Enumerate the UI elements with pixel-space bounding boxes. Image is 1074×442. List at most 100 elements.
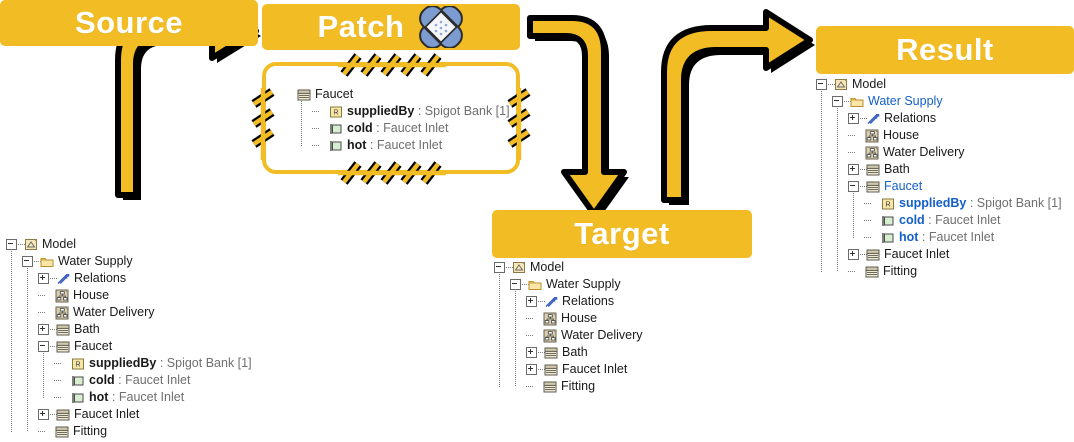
expand-toggle-icon[interactable] [848, 249, 859, 260]
tree-node[interactable]: hot : Faucet Inlet [6, 389, 252, 406]
tree-node-label: House [73, 287, 109, 304]
tree-node[interactable]: House [494, 310, 643, 327]
expand-toggle-icon[interactable] [38, 324, 49, 335]
tree-node[interactable]: Bath [816, 161, 1062, 178]
collapse-toggle-icon[interactable] [22, 256, 33, 267]
collapse-toggle-icon[interactable] [848, 181, 859, 192]
relations-icon [56, 272, 71, 286]
expand-toggle-icon[interactable] [526, 296, 537, 307]
tree-node[interactable]: Faucet Inlet [6, 406, 252, 423]
tree-node[interactable]: Bath [6, 321, 252, 338]
expand-toggle-icon[interactable] [38, 409, 49, 420]
bandage-icon [418, 6, 464, 48]
tree-node[interactable]: Relations [494, 293, 643, 310]
tree-node[interactable]: Model [6, 236, 252, 253]
tree-connector [860, 178, 867, 195]
tree-node-label: hot : Faucet Inlet [899, 229, 994, 246]
block-icon [865, 265, 880, 279]
tree-node[interactable]: hot : Faucet Inlet [296, 137, 510, 154]
tree-node[interactable]: Water Supply [6, 253, 252, 270]
tree-node-name: Water Supply [868, 94, 943, 108]
tree-node-name: Water Supply [58, 254, 133, 268]
tree-connector [312, 137, 328, 154]
tree-node-name: Relations [562, 294, 615, 308]
tree-connector [828, 76, 835, 93]
tree-node-label: Fitting [883, 263, 917, 280]
tree-node-type: : Faucet Inlet [918, 230, 995, 244]
tree-node[interactable]: Relations [816, 110, 1062, 127]
tree-node[interactable]: Model [494, 259, 643, 276]
arrow-target-to-result [661, 9, 815, 205]
tree-connector [848, 144, 864, 161]
tree-node[interactable]: Fitting [816, 263, 1062, 280]
expand-toggle-icon[interactable] [38, 273, 49, 284]
collapse-toggle-icon[interactable] [832, 96, 843, 107]
block-icon [55, 425, 70, 439]
tree-node[interactable]: Fitting [6, 423, 252, 440]
tree-node[interactable]: House [6, 287, 252, 304]
collapse-toggle-icon[interactable] [38, 341, 49, 352]
tree-node-name: Fitting [73, 424, 108, 438]
tree-node-label: Model [530, 259, 564, 276]
tree-node-type: : Faucet Inlet [114, 373, 191, 387]
tree-node[interactable]: Water Delivery [494, 327, 643, 344]
tree-node[interactable]: Faucet Inlet [816, 246, 1062, 263]
tree-node[interactable]: Water Supply [816, 93, 1062, 110]
collapse-toggle-icon[interactable] [816, 79, 827, 90]
tree-node[interactable]: Water Delivery [816, 144, 1062, 161]
tree-node-name: Model [852, 77, 887, 91]
tree-node-label: Model [42, 236, 76, 253]
expand-toggle-icon[interactable] [526, 347, 537, 358]
svg-text:R: R [75, 361, 80, 368]
tree-node[interactable]: Water Delivery [6, 304, 252, 321]
expand-toggle-icon[interactable] [526, 364, 537, 375]
tree-connector [864, 212, 880, 229]
tree-node-label: Bath [562, 344, 588, 361]
tree-connector [860, 161, 867, 178]
collapse-toggle-icon[interactable] [510, 279, 521, 290]
block-icon [544, 363, 559, 377]
tree-connector [526, 327, 542, 344]
tree-node[interactable]: Water Supply [494, 276, 643, 293]
tree-node[interactable]: Relations [6, 270, 252, 287]
tree-node-name: hot [89, 390, 109, 404]
tree-node-label: Water Supply [868, 93, 943, 110]
block-icon [544, 346, 559, 360]
arrow-patch-to-target [527, 15, 629, 219]
tree-node[interactable]: Faucet [816, 178, 1062, 195]
folder-icon [850, 95, 865, 109]
tree-node[interactable]: House [816, 127, 1062, 144]
collapse-toggle-icon[interactable] [6, 239, 17, 250]
tree-node[interactable]: Faucet Inlet [494, 361, 643, 378]
expand-toggle-icon[interactable] [848, 113, 859, 124]
tree-node[interactable]: Faucet [6, 338, 252, 355]
tree-node-label: Relations [884, 110, 936, 127]
tree-node[interactable]: Faucet [296, 86, 510, 103]
tree-node-label: Faucet Inlet [74, 406, 139, 423]
tree-node[interactable]: cold : Faucet Inlet [816, 212, 1062, 229]
expand-toggle-icon[interactable] [848, 164, 859, 175]
tree-node[interactable]: cold : Faucet Inlet [6, 372, 252, 389]
collapse-toggle-icon[interactable] [494, 262, 505, 273]
tree-node[interactable]: hot : Faucet Inlet [816, 229, 1062, 246]
diagram-icon [865, 146, 880, 160]
port-icon [881, 231, 896, 245]
tree-node-name: cold [899, 213, 925, 227]
tree-node-type: : Faucet Inlet [924, 213, 1001, 227]
tree-node[interactable]: Bath [494, 344, 643, 361]
tree-node[interactable]: cold : Faucet Inlet [296, 120, 510, 137]
tree-connector [506, 259, 513, 276]
tree-connector [34, 253, 41, 270]
tree-node[interactable]: Model [816, 76, 1062, 93]
tree-node[interactable]: Fitting [494, 378, 643, 395]
diagram-icon [55, 306, 70, 320]
tree-node-label: suppliedBy : Spigot Bank [1] [899, 195, 1062, 212]
tree-node-label: Model [852, 76, 886, 93]
